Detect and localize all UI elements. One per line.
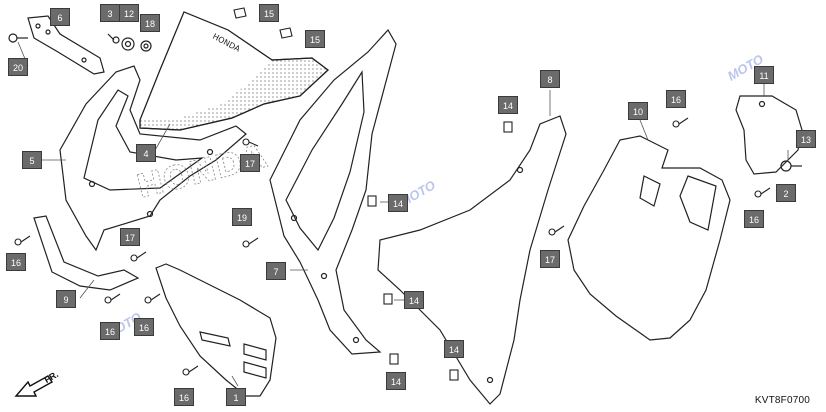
callout-1[interactable]: 1 — [226, 388, 246, 406]
callout-11[interactable]: 11 — [754, 66, 774, 84]
callout-10[interactable]: 10 — [628, 102, 648, 120]
callout-14[interactable]: 14 — [404, 291, 424, 309]
part-20-bolt — [8, 33, 28, 43]
callout-5[interactable]: 5 — [22, 151, 42, 169]
callout-18[interactable]: 18 — [140, 14, 160, 32]
part-9-strap — [33, 215, 140, 291]
callout-16[interactable]: 16 — [6, 253, 26, 271]
callout-15[interactable]: 15 — [305, 30, 325, 48]
callout-16[interactable]: 16 — [134, 318, 154, 336]
callout-17[interactable]: 17 — [120, 228, 140, 246]
callout-17[interactable]: 17 — [240, 154, 260, 172]
callout-16[interactable]: 16 — [744, 210, 764, 228]
part-13-screw — [780, 160, 802, 172]
callout-15[interactable]: 15 — [259, 4, 279, 22]
part-7-inner-fairing — [269, 28, 397, 355]
callout-6[interactable]: 6 — [50, 8, 70, 26]
callout-12[interactable]: 12 — [119, 4, 139, 22]
hardware-3-12-18 — [107, 33, 152, 52]
callout-16[interactable]: 16 — [174, 388, 194, 406]
callout-9[interactable]: 9 — [56, 290, 76, 308]
part-11-small-cover — [735, 95, 803, 175]
callout-2[interactable]: 2 — [776, 184, 796, 202]
callout-19[interactable]: 19 — [232, 208, 252, 226]
part-4-windscreen: HONDA — [139, 11, 329, 131]
callout-4[interactable]: 4 — [136, 144, 156, 162]
callout-13[interactable]: 13 — [796, 130, 816, 148]
part-10-inner-cover — [567, 135, 731, 341]
callout-16[interactable]: 16 — [100, 322, 120, 340]
part-5-left-cowl — [59, 65, 247, 252]
callout-7[interactable]: 7 — [266, 262, 286, 280]
callout-14[interactable]: 14 — [498, 96, 518, 114]
diagram-code: KVT8F0700 — [754, 395, 810, 406]
front-arrow-icon — [14, 375, 54, 397]
callout-14[interactable]: 14 — [386, 372, 406, 390]
callout-14[interactable]: 14 — [444, 340, 464, 358]
part-8-side-panel — [377, 115, 567, 405]
fasteners — [14, 7, 771, 381]
callout-16[interactable]: 16 — [666, 90, 686, 108]
callout-3[interactable]: 3 — [100, 4, 120, 22]
part-1-lower-panel — [155, 263, 277, 397]
callout-20[interactable]: 20 — [8, 58, 28, 76]
callout-17[interactable]: 17 — [540, 250, 560, 268]
callout-14[interactable]: 14 — [388, 194, 408, 212]
callout-8[interactable]: 8 — [540, 70, 560, 88]
